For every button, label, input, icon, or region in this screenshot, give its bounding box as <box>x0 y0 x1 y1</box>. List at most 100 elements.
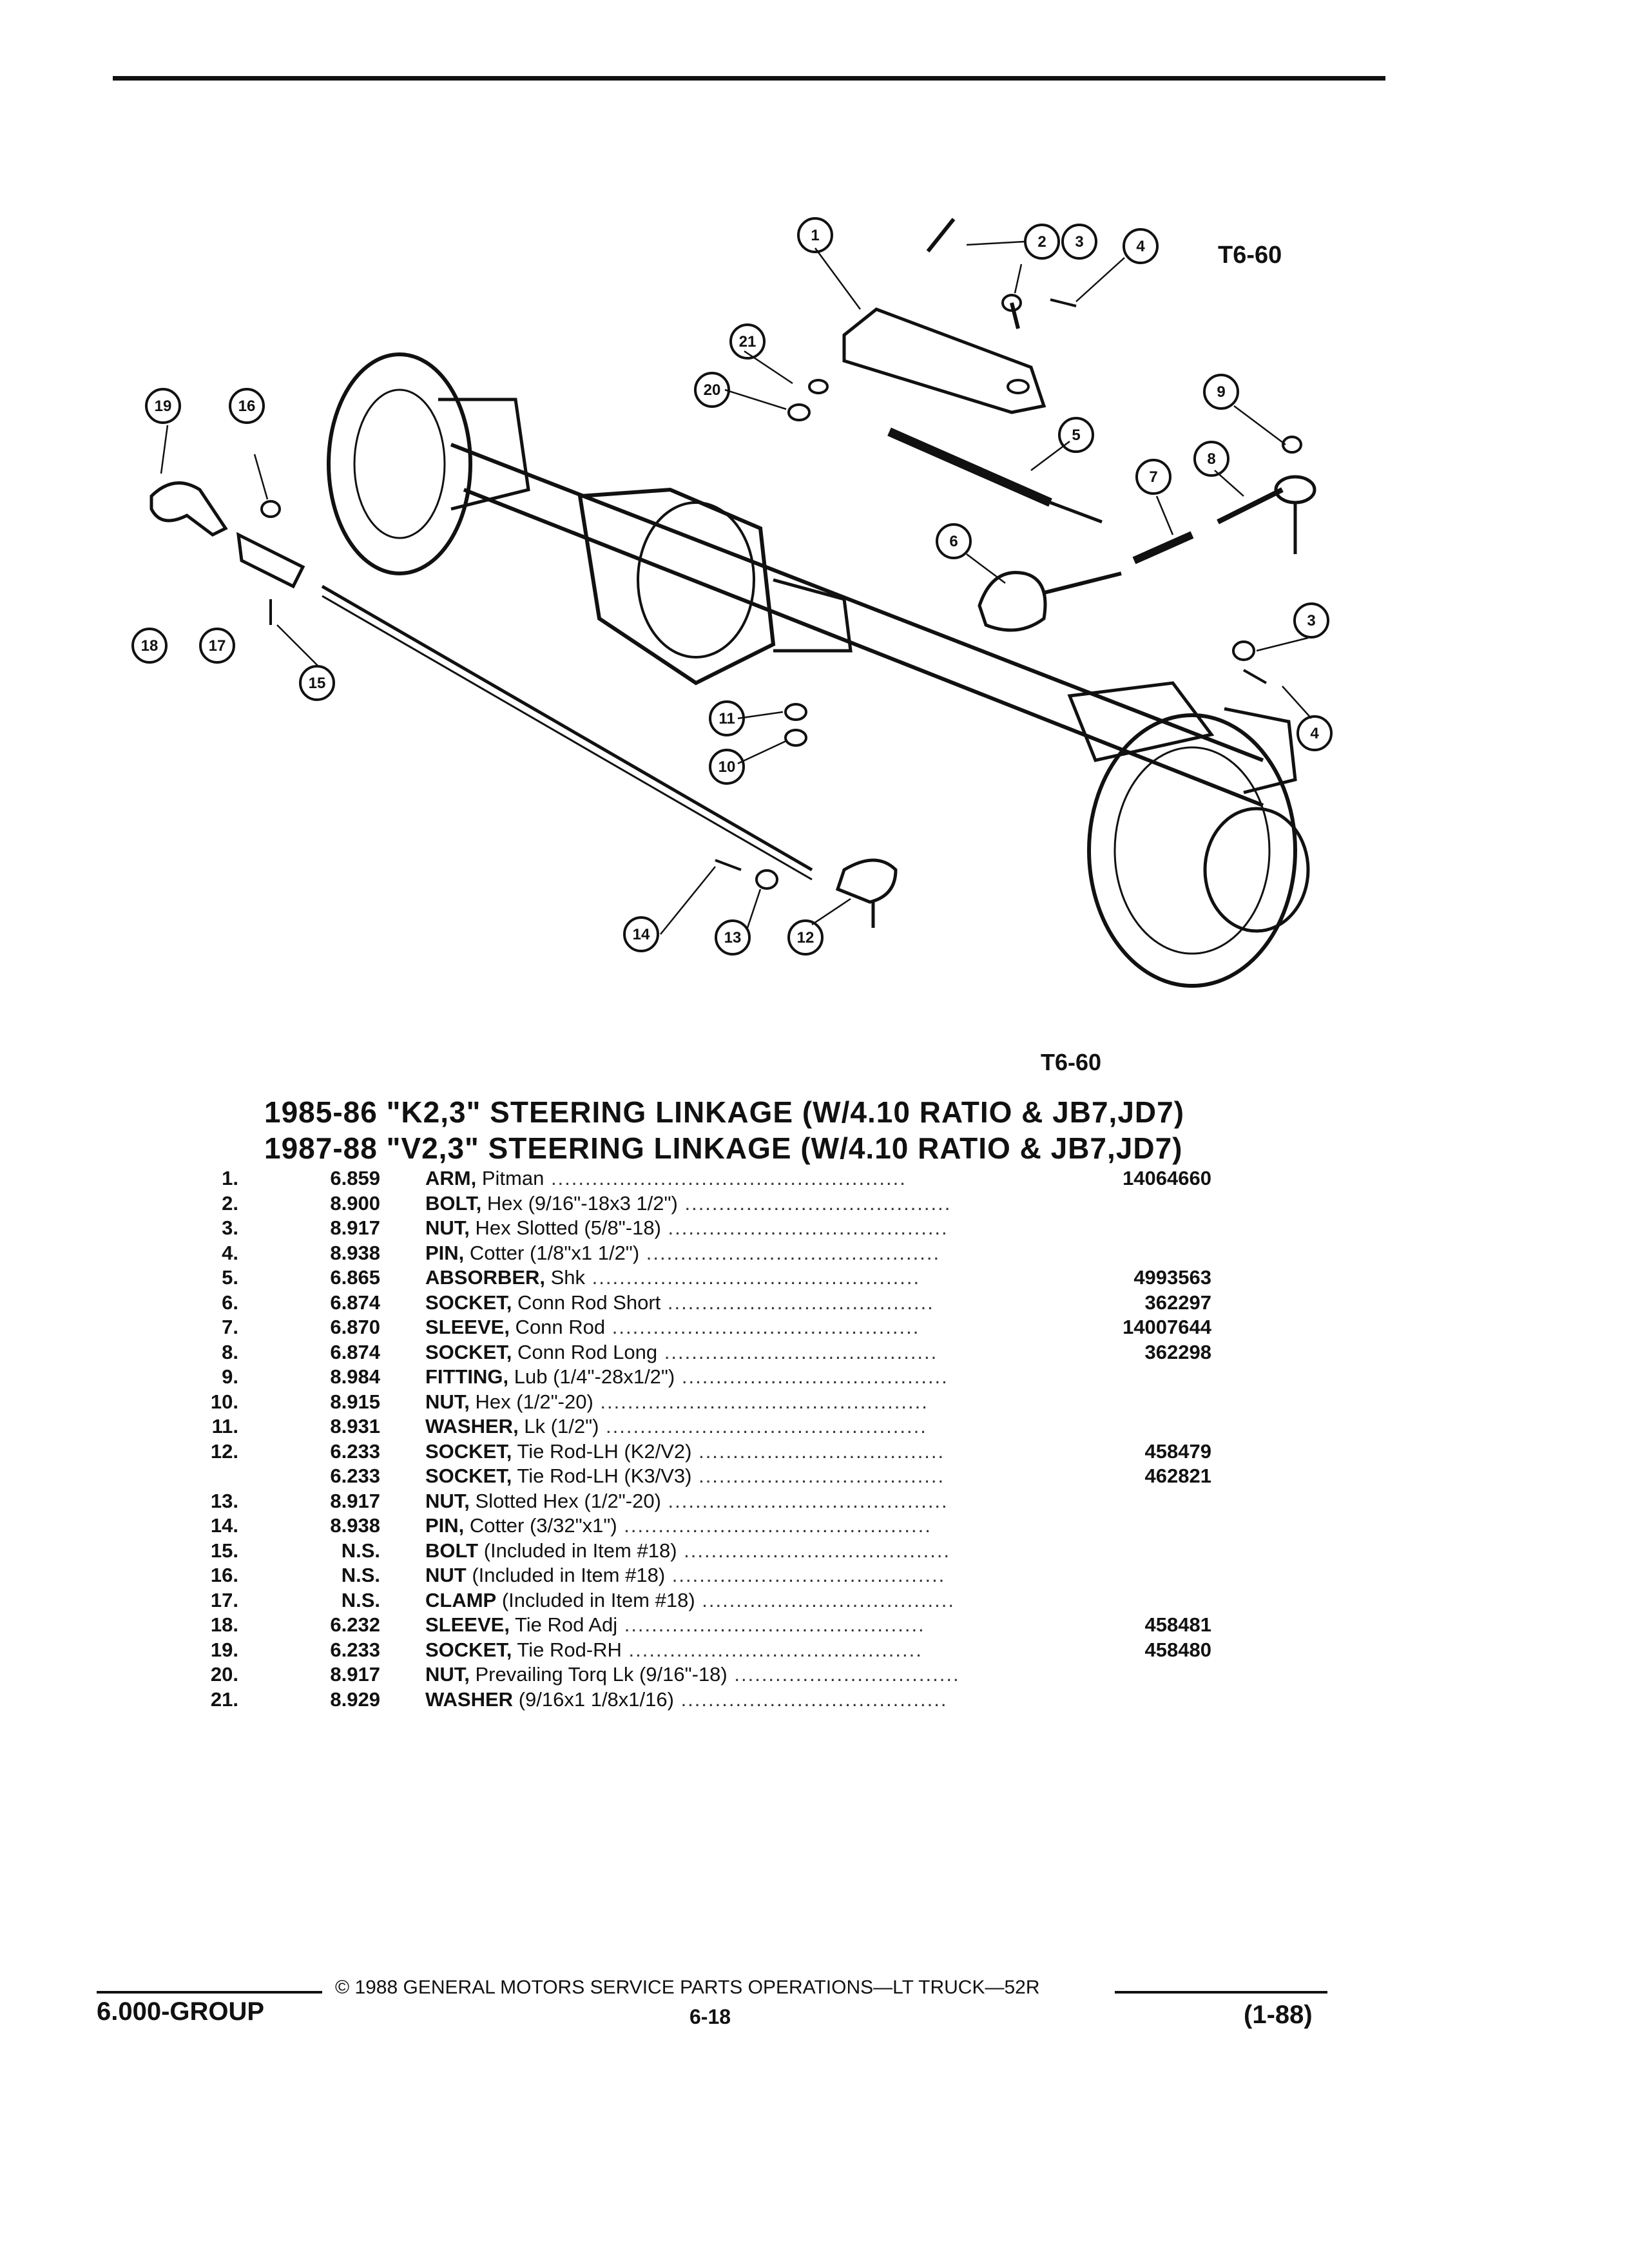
part-detail: Tie Rod-RH <box>512 1638 622 1661</box>
part-description: SOCKET, Tie Rod-LH (K2/V2) .............… <box>425 1439 1263 1465</box>
title-line-1: 1985-86 "K2,3" STEERING LINKAGE (W/4.10 … <box>264 1095 1185 1129</box>
leader-dots: ........................................… <box>617 1613 925 1636</box>
leader-dots: ....................................... <box>677 1191 952 1215</box>
part-detail: Tie Rod-LH (K3/V3) <box>512 1465 692 1487</box>
part-detail: (Included in Item #18) <box>496 1588 695 1611</box>
part-description: ARM, Pitman ............................… <box>425 1166 1263 1191</box>
item-number: 2. <box>222 1191 238 1215</box>
callout-9: 9 <box>1217 383 1225 401</box>
callout-11: 11 <box>718 710 735 727</box>
footer-copyright: © 1988 GENERAL MOTORS SERVICE PARTS OPER… <box>335 1977 1040 1998</box>
part-name: FITTING, <box>425 1365 509 1388</box>
callout-5: 5 <box>1072 427 1080 444</box>
leader-dots: ........................................ <box>657 1340 938 1363</box>
item-number: 19. <box>210 1638 238 1661</box>
part-description: NUT, Hex Slotted (5/8"-18) .............… <box>425 1216 1263 1241</box>
callout-14: 14 <box>633 926 650 943</box>
part-number: 4993563 <box>1133 1266 1211 1289</box>
part-name: NUT, <box>425 1489 470 1512</box>
part-detail: Pitman <box>476 1167 545 1189</box>
leader-dots: ........................................… <box>660 1489 949 1512</box>
part-row: 10. 8.915 NUT, Hex (1/2"-20) .............… <box>193 1390 1224 1415</box>
group-number: 8.917 <box>330 1663 380 1686</box>
group-number: 6.233 <box>330 1638 380 1661</box>
part-name: SLEEVE, <box>425 1316 510 1338</box>
leader-dots: ........................................… <box>621 1638 923 1661</box>
item-number: 5. <box>222 1266 238 1289</box>
group-number: 8.938 <box>330 1241 380 1264</box>
part-number: 462821 <box>1144 1465 1211 1487</box>
leader-dots: ........................................… <box>660 1216 949 1239</box>
item-number: 13. <box>210 1489 238 1512</box>
item-number: 10. <box>210 1390 238 1413</box>
leader-dots: ....................................... <box>660 1291 934 1314</box>
part-detail: Hex (1/2"-20) <box>469 1390 593 1413</box>
callout-circles <box>131 217 1333 956</box>
leader-dots: ........................................… <box>639 1241 941 1264</box>
group-number: 6.232 <box>330 1613 380 1636</box>
callout-2: 2 <box>1037 233 1046 251</box>
group-number: 6.874 <box>330 1291 380 1314</box>
group-number: N.S. <box>341 1588 380 1611</box>
part-detail: Hex (9/16"-18x3 1/2") <box>481 1191 678 1215</box>
part-number: 14007644 <box>1123 1316 1211 1338</box>
group-number: 6.859 <box>330 1167 380 1189</box>
callout-21: 21 <box>739 333 757 351</box>
leader-dots: ....................................... <box>675 1365 949 1388</box>
part-detail: Tie Rod Adj <box>509 1613 618 1636</box>
part-description: NUT, Hex (1/2"-20) .....................… <box>425 1390 1263 1415</box>
leader-dots: ........................................ <box>665 1564 946 1586</box>
leader-lines <box>160 240 1312 935</box>
part-name: CLAMP <box>425 1588 497 1611</box>
part-number: 362297 <box>1144 1291 1211 1314</box>
part-name: SOCKET, <box>425 1638 512 1661</box>
callout-18: 18 <box>141 637 159 655</box>
group-number: 8.900 <box>330 1191 380 1215</box>
item-number: 21. <box>210 1687 238 1711</box>
part-name: NUT <box>425 1564 467 1586</box>
item-number: 6. <box>222 1291 238 1314</box>
group-number: 8.984 <box>330 1365 380 1388</box>
part-name: NUT, <box>425 1663 470 1686</box>
part-description: CLAMP (Included in Item #18) ...........… <box>425 1588 1263 1613</box>
item-number: 11. <box>211 1415 238 1437</box>
callout-1: 1 <box>811 227 819 244</box>
group-number: 8.915 <box>330 1390 380 1413</box>
leader-dots: ........................................… <box>585 1266 921 1289</box>
part-row: 16.N.S.NUT (Included in Item #18) ......… <box>193 1563 1224 1588</box>
part-name: PIN, <box>425 1514 465 1537</box>
part-description: SOCKET, Tie Rod-LH (K3/V3) .............… <box>425 1464 1263 1489</box>
part-description: PIN, Cotter (1/8"x1 1/2") ..............… <box>425 1241 1263 1266</box>
leader-dots: ....................................... <box>677 1539 951 1562</box>
callout-19: 19 <box>155 398 172 415</box>
section-titles: 1985-86 "K2,3" STEERING LINKAGE (W/4.10 … <box>264 1094 1231 1166</box>
leader-dots: ........................................… <box>593 1390 929 1413</box>
callout-6: 6 <box>949 533 958 550</box>
part-detail: Conn Rod Short <box>512 1291 661 1314</box>
callout-16: 16 <box>238 398 256 415</box>
part-number: 14064660 <box>1123 1167 1211 1189</box>
part-name: WASHER <box>425 1687 514 1711</box>
part-name: SOCKET, <box>425 1465 512 1487</box>
callout-12: 12 <box>797 929 815 947</box>
part-name: NUT, <box>425 1390 470 1413</box>
item-number: 7. <box>222 1316 238 1338</box>
part-name: SOCKET, <box>425 1340 512 1363</box>
part-detail: Cotter (1/8"x1 1/2") <box>464 1241 640 1264</box>
part-name: PIN, <box>425 1241 465 1264</box>
leader-dots: ....................................... <box>673 1687 948 1711</box>
part-detail: Tie Rod-LH (K2/V2) <box>512 1439 692 1463</box>
item-number: 17. <box>210 1588 238 1611</box>
